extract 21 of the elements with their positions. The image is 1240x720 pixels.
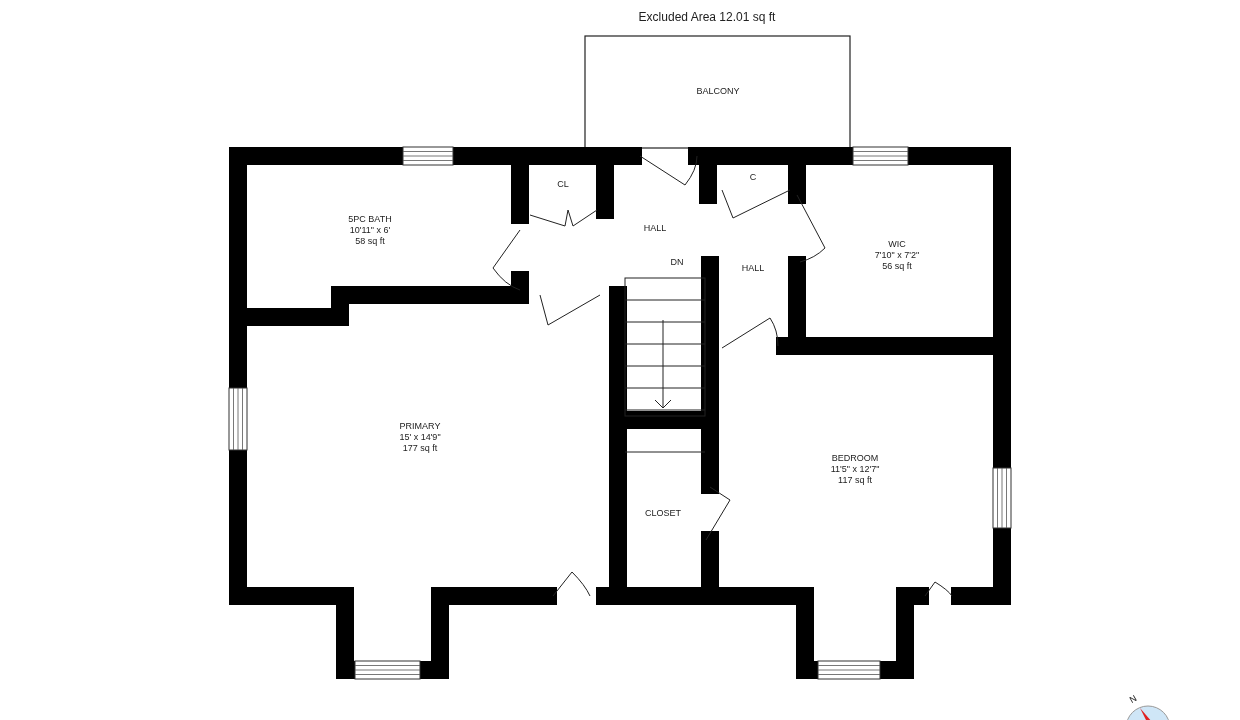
room-name: CL [557,178,569,190]
room-name: BALCONY [696,85,740,97]
room-area: 56 sq ft [874,260,920,272]
room-name: WIC [887,238,907,250]
area-note: Excluded Area 12.01 sq ft [638,10,776,24]
room-name: HALL [741,262,765,274]
room-name: PRIMARY [399,420,441,432]
room-area: 58 sq ft [348,235,392,247]
room-dimensions: 10'11" x 6' [348,224,392,236]
stair-direction-text: DN [670,257,684,267]
room-area: 117 sq ft [830,474,880,486]
room-area: 177 sq ft [399,442,441,454]
room-name: BEDROOM [830,452,880,464]
compass-north-letter: N [1127,693,1139,705]
room-name: CLOSET [645,507,681,519]
room-dimensions: 11'5" x 12'7" [830,463,880,475]
room-dimensions: 7'10" x 7'2" [874,249,920,261]
room-name: C [749,171,757,183]
room-name: HALL [643,222,667,234]
room-name: 5PC BATH [348,213,392,225]
room-dimensions: 15' x 14'9" [399,431,441,443]
